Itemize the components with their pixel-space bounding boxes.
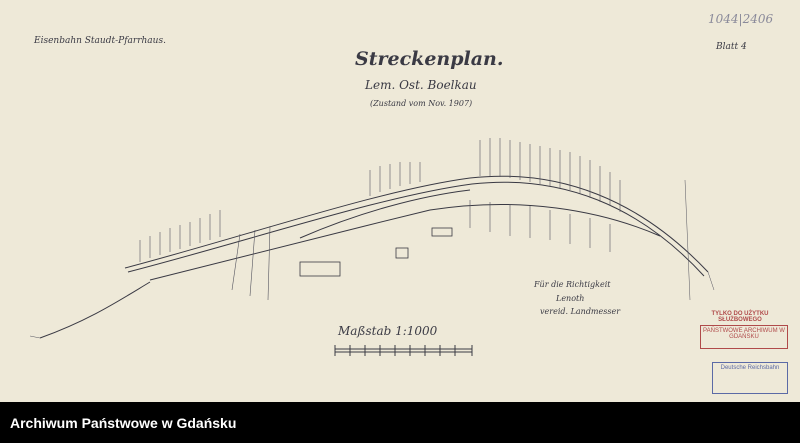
archive-signature-number: 1044|2406 — [708, 12, 774, 26]
page-subtitle: Lem. Ost. Boelkau — [365, 78, 477, 92]
archive-stamp-restricted: TYLKO DO UŻYTKU SŁUŻBOWEGO — [711, 311, 769, 323]
map-sheet: Eisenbahn Staudt-Pfarrhaus. Streckenplan… — [0, 0, 800, 402]
railway-line-label: Eisenbahn Staudt-Pfarrhaus. — [34, 36, 166, 46]
date-note: (Zustand vom Nov. 1907) — [370, 99, 473, 108]
track-plan-drawing — [29, 138, 715, 356]
archive-footer: Archiwum Państwowe w Gdańsku — [0, 402, 800, 443]
scale-label: Maßstab 1:1000 — [338, 324, 438, 338]
archive-name: Archiwum Państwowe w Gdańsku — [10, 414, 237, 431]
page-title: Streckenplan. — [355, 48, 504, 70]
signature-line-1: Für die Richtigkeit — [534, 280, 611, 289]
archive-stamp-state-archive: PAŃSTWOWE ARCHIWUM W GDAŃSKU — [700, 325, 788, 349]
signature-line-3: vereid. Landmesser — [540, 307, 621, 316]
reichsbahn-stamp: Deutsche Reichsbahn — [712, 362, 788, 394]
sheet-label: Blatt 4 — [716, 42, 747, 52]
signature-name: Lenoth — [556, 294, 585, 303]
